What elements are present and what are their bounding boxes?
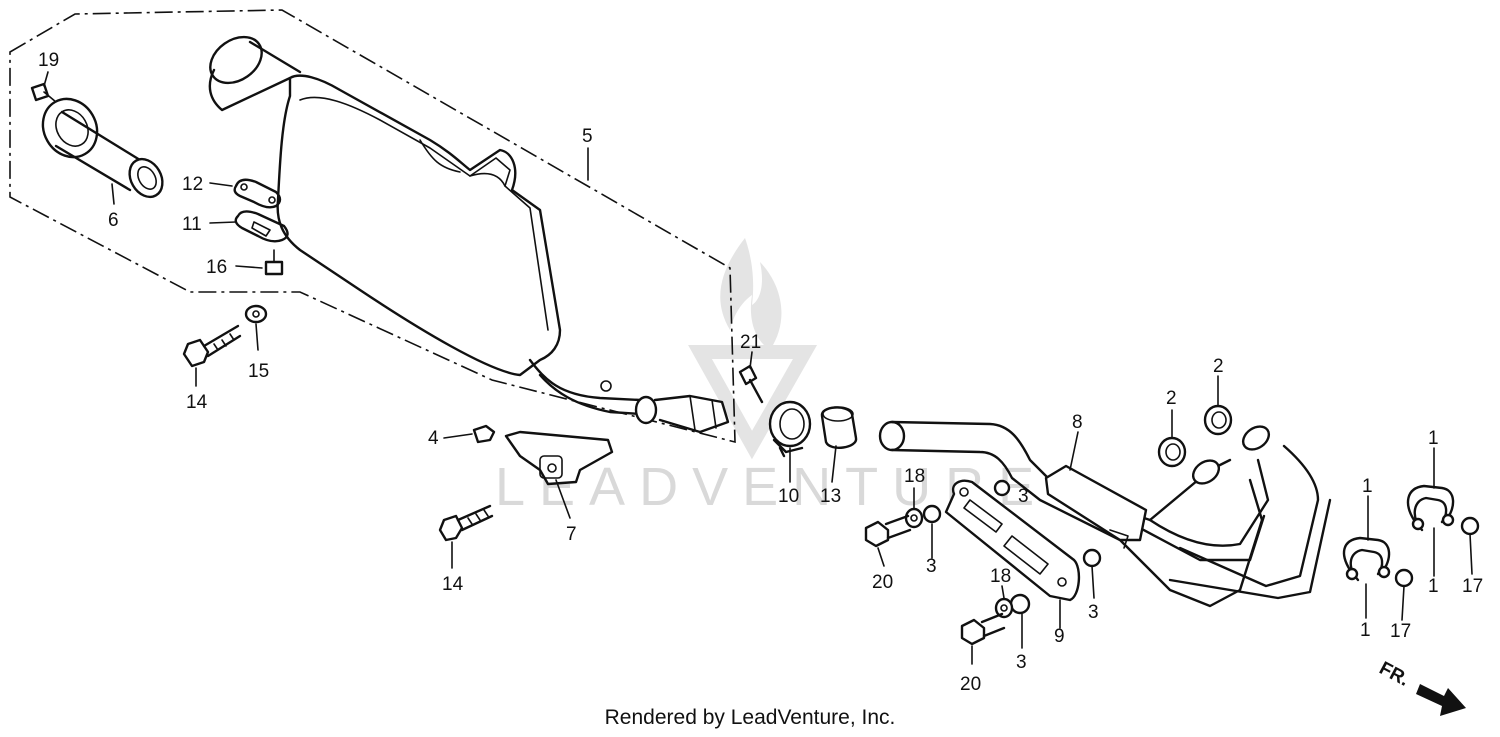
gasket-2b: [1203, 404, 1233, 436]
callout-11: 11: [182, 214, 202, 235]
stud-20b: [960, 612, 1006, 646]
nut-3d: [1009, 593, 1031, 615]
callout-1-c: 1: [1428, 428, 1439, 449]
callout-7: 7: [566, 524, 577, 545]
bolt-19: [30, 82, 57, 103]
muffler-5: [208, 35, 730, 434]
nut-3c: [1082, 548, 1102, 568]
callout-3-c: 3: [1088, 602, 1099, 623]
gasket-12: [233, 178, 282, 209]
bracket-7: [504, 430, 614, 486]
footer-credit: Rendered by LeadVenture, Inc.: [604, 706, 896, 729]
muffler-assembly-outline: [9, 9, 736, 444]
bolt-14-lower: [438, 504, 494, 542]
callout-17-a: 17: [1390, 621, 1411, 642]
callout-2-b: 2: [1213, 356, 1224, 377]
callout-1-a: 1: [1362, 476, 1373, 497]
exhaust-pipe-8: [878, 420, 1332, 608]
callout-13: 13: [820, 486, 841, 507]
callout-1-b: 1: [1360, 620, 1371, 641]
plate-9: [944, 479, 1081, 602]
leader-lines: [43, 71, 1473, 665]
nut-3b: [922, 504, 942, 524]
u-clamp-1-right: [1406, 484, 1455, 532]
callout-14-lower: 14: [442, 574, 464, 595]
callout-3-b: 3: [926, 556, 937, 577]
stud-20a: [864, 514, 912, 548]
callout-6: 6: [108, 210, 119, 231]
front-label: FR.: [1376, 658, 1413, 691]
gasket-11: [234, 210, 289, 243]
nut-17b: [1460, 516, 1480, 536]
bolt-14-upper: [182, 324, 242, 368]
callout-1-d: 1: [1428, 576, 1439, 597]
nut-17a: [1394, 568, 1414, 588]
callout-19: 19: [38, 50, 59, 71]
callout-3-a: 3: [1018, 486, 1029, 507]
callout-labels: 19 6 12 11 16 5 15 14 21 4 7 14 10 13 18…: [38, 50, 1483, 695]
callout-12: 12: [182, 174, 203, 195]
nut-4: [472, 424, 496, 444]
callout-18-lower: 18: [990, 566, 1011, 587]
callout-20-lower: 20: [960, 674, 981, 695]
clamp-10: [768, 400, 812, 458]
washer-15-hole: [252, 310, 260, 318]
callout-14-upper: 14: [186, 392, 208, 413]
callout-15: 15: [248, 361, 269, 382]
callout-18-upper: 18: [904, 466, 925, 487]
callout-10: 10: [778, 486, 799, 507]
callout-4: 4: [428, 428, 439, 449]
callout-20-upper: 20: [872, 572, 893, 593]
washer-15: [244, 304, 268, 324]
washer-18b: [994, 597, 1014, 619]
u-clamp-1-left: [1342, 536, 1391, 582]
callout-5: 5: [582, 126, 593, 147]
callout-16: 16: [206, 257, 227, 278]
callout-3-d: 3: [1016, 652, 1027, 673]
gasket-13: [820, 406, 858, 449]
bolt-21: [738, 364, 764, 404]
front-arrow-icon: [1416, 684, 1466, 716]
tail-pipe-6: [41, 97, 164, 199]
callout-8: 8: [1072, 412, 1083, 433]
gasket-2a: [1157, 436, 1187, 468]
nut-3a: [993, 479, 1011, 497]
callout-2-a: 2: [1166, 388, 1177, 409]
callout-9: 9: [1054, 626, 1065, 647]
callout-21: 21: [740, 332, 761, 353]
callout-17-b: 17: [1462, 576, 1483, 597]
washer-18a: [904, 507, 924, 529]
bolt-16: [264, 249, 284, 276]
